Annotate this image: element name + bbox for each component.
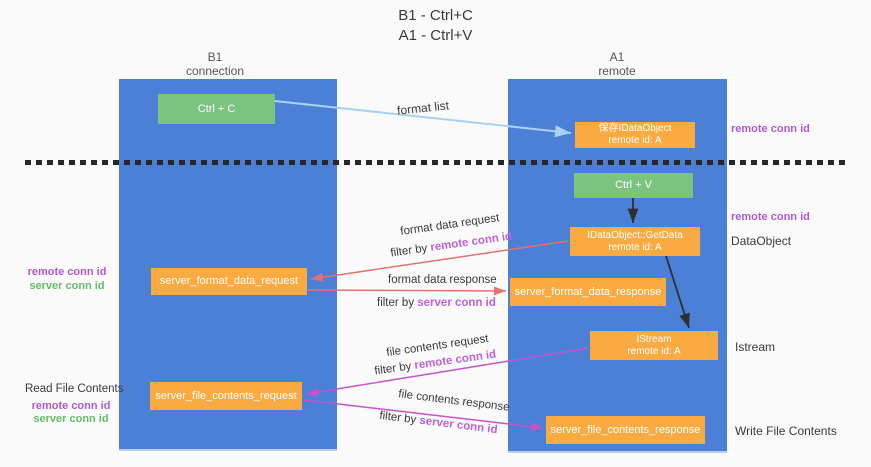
diagram-title: B1 - Ctrl+C A1 - Ctrl+V <box>0 6 871 46</box>
left-server-conn-id-1: server conn id <box>29 280 105 292</box>
server-format-data-response-box: server_format_data_response <box>510 278 666 306</box>
saved-idataobject-line1: 保存IDataObject <box>598 123 672 134</box>
filter-by-prefix: filter by <box>373 359 416 378</box>
server-conn-id-highlight: server conn id <box>417 297 496 309</box>
ctrl-c-box: Ctrl + C <box>158 94 275 124</box>
istream-line2: remote id: A <box>627 345 681 357</box>
title-line-1: B1 - Ctrl+C <box>398 7 473 24</box>
column-b1-title: B1 <box>207 50 223 64</box>
title-line-2: A1 - Ctrl+V <box>398 27 473 44</box>
dataobject-label: DataObject <box>731 234 792 248</box>
server-file-contents-request-box: server_file_contents_request <box>150 382 302 410</box>
server-file-contents-response-box: server_file_contents_response <box>546 416 705 444</box>
saved-idataobject-line2: remote id: A <box>608 135 662 146</box>
getdata-line1: IDataObject::GetData <box>587 229 683 241</box>
saved-idataobject-box: 保存IDataObject remote id: A <box>575 122 695 148</box>
left-server-conn-id-2: server conn id <box>33 413 109 425</box>
server-file-contents-request-label: server_file_contents_request <box>155 389 297 402</box>
server-format-data-request-box: server_format_data_request <box>151 268 307 295</box>
istream-line1: IStream <box>636 333 672 345</box>
format-data-response-arrow <box>307 286 507 296</box>
format-list-annotation: format list <box>396 98 450 118</box>
column-b1-subtitle: connection <box>185 64 245 78</box>
session-separator-dashed-line <box>25 160 845 165</box>
server-conn-id-highlight: server conn id <box>418 414 499 437</box>
format-data-response-filter-annotation: filter by server conn id <box>377 297 496 309</box>
getdata-line2: remote id: A <box>608 241 662 253</box>
server-file-contents-response-label: server_file_contents_response <box>550 423 701 436</box>
filter-by-prefix: filter by <box>377 297 418 309</box>
istream-side-label: Istream <box>735 340 776 354</box>
left-remote-conn-id-1: remote conn id <box>27 266 107 278</box>
left-remote-conn-id-2: remote conn id <box>31 400 111 412</box>
column-a1-title: A1 <box>609 50 625 64</box>
format-data-response-annotation: format data response <box>388 274 497 286</box>
server-format-data-request-label: server_format_data_request <box>159 275 299 287</box>
getdata-box: IDataObject::GetData remote id: A <box>570 227 700 256</box>
column-a1-subtitle: remote <box>598 64 636 78</box>
filter-by-prefix: filter by <box>378 409 421 427</box>
write-file-contents-label: Write File Contents <box>735 424 837 438</box>
filter-by-prefix: filter by <box>389 241 432 260</box>
ctrl-v-label: Ctrl + V <box>615 179 652 191</box>
ctrl-v-box: Ctrl + V <box>574 173 693 198</box>
server-format-data-response-label: server_format_data_response <box>514 285 662 298</box>
file-contents-response-filter-annotation: filter by server conn id <box>379 410 498 436</box>
remote-conn-id-label-top: remote conn id <box>731 123 810 135</box>
remote-conn-id-label-mid: remote conn id <box>731 211 810 223</box>
column-header-b1: B1 connection <box>105 50 325 78</box>
read-file-contents-label: Read File Contents <box>25 383 124 395</box>
remote-conn-id-highlight: remote conn id <box>429 230 513 254</box>
ctrl-c-label: Ctrl + C <box>197 102 236 115</box>
istream-box: IStream remote id: A <box>590 331 718 360</box>
column-header-a1: A1 remote <box>507 50 727 78</box>
file-contents-response-annotation: file contents response <box>397 388 511 414</box>
